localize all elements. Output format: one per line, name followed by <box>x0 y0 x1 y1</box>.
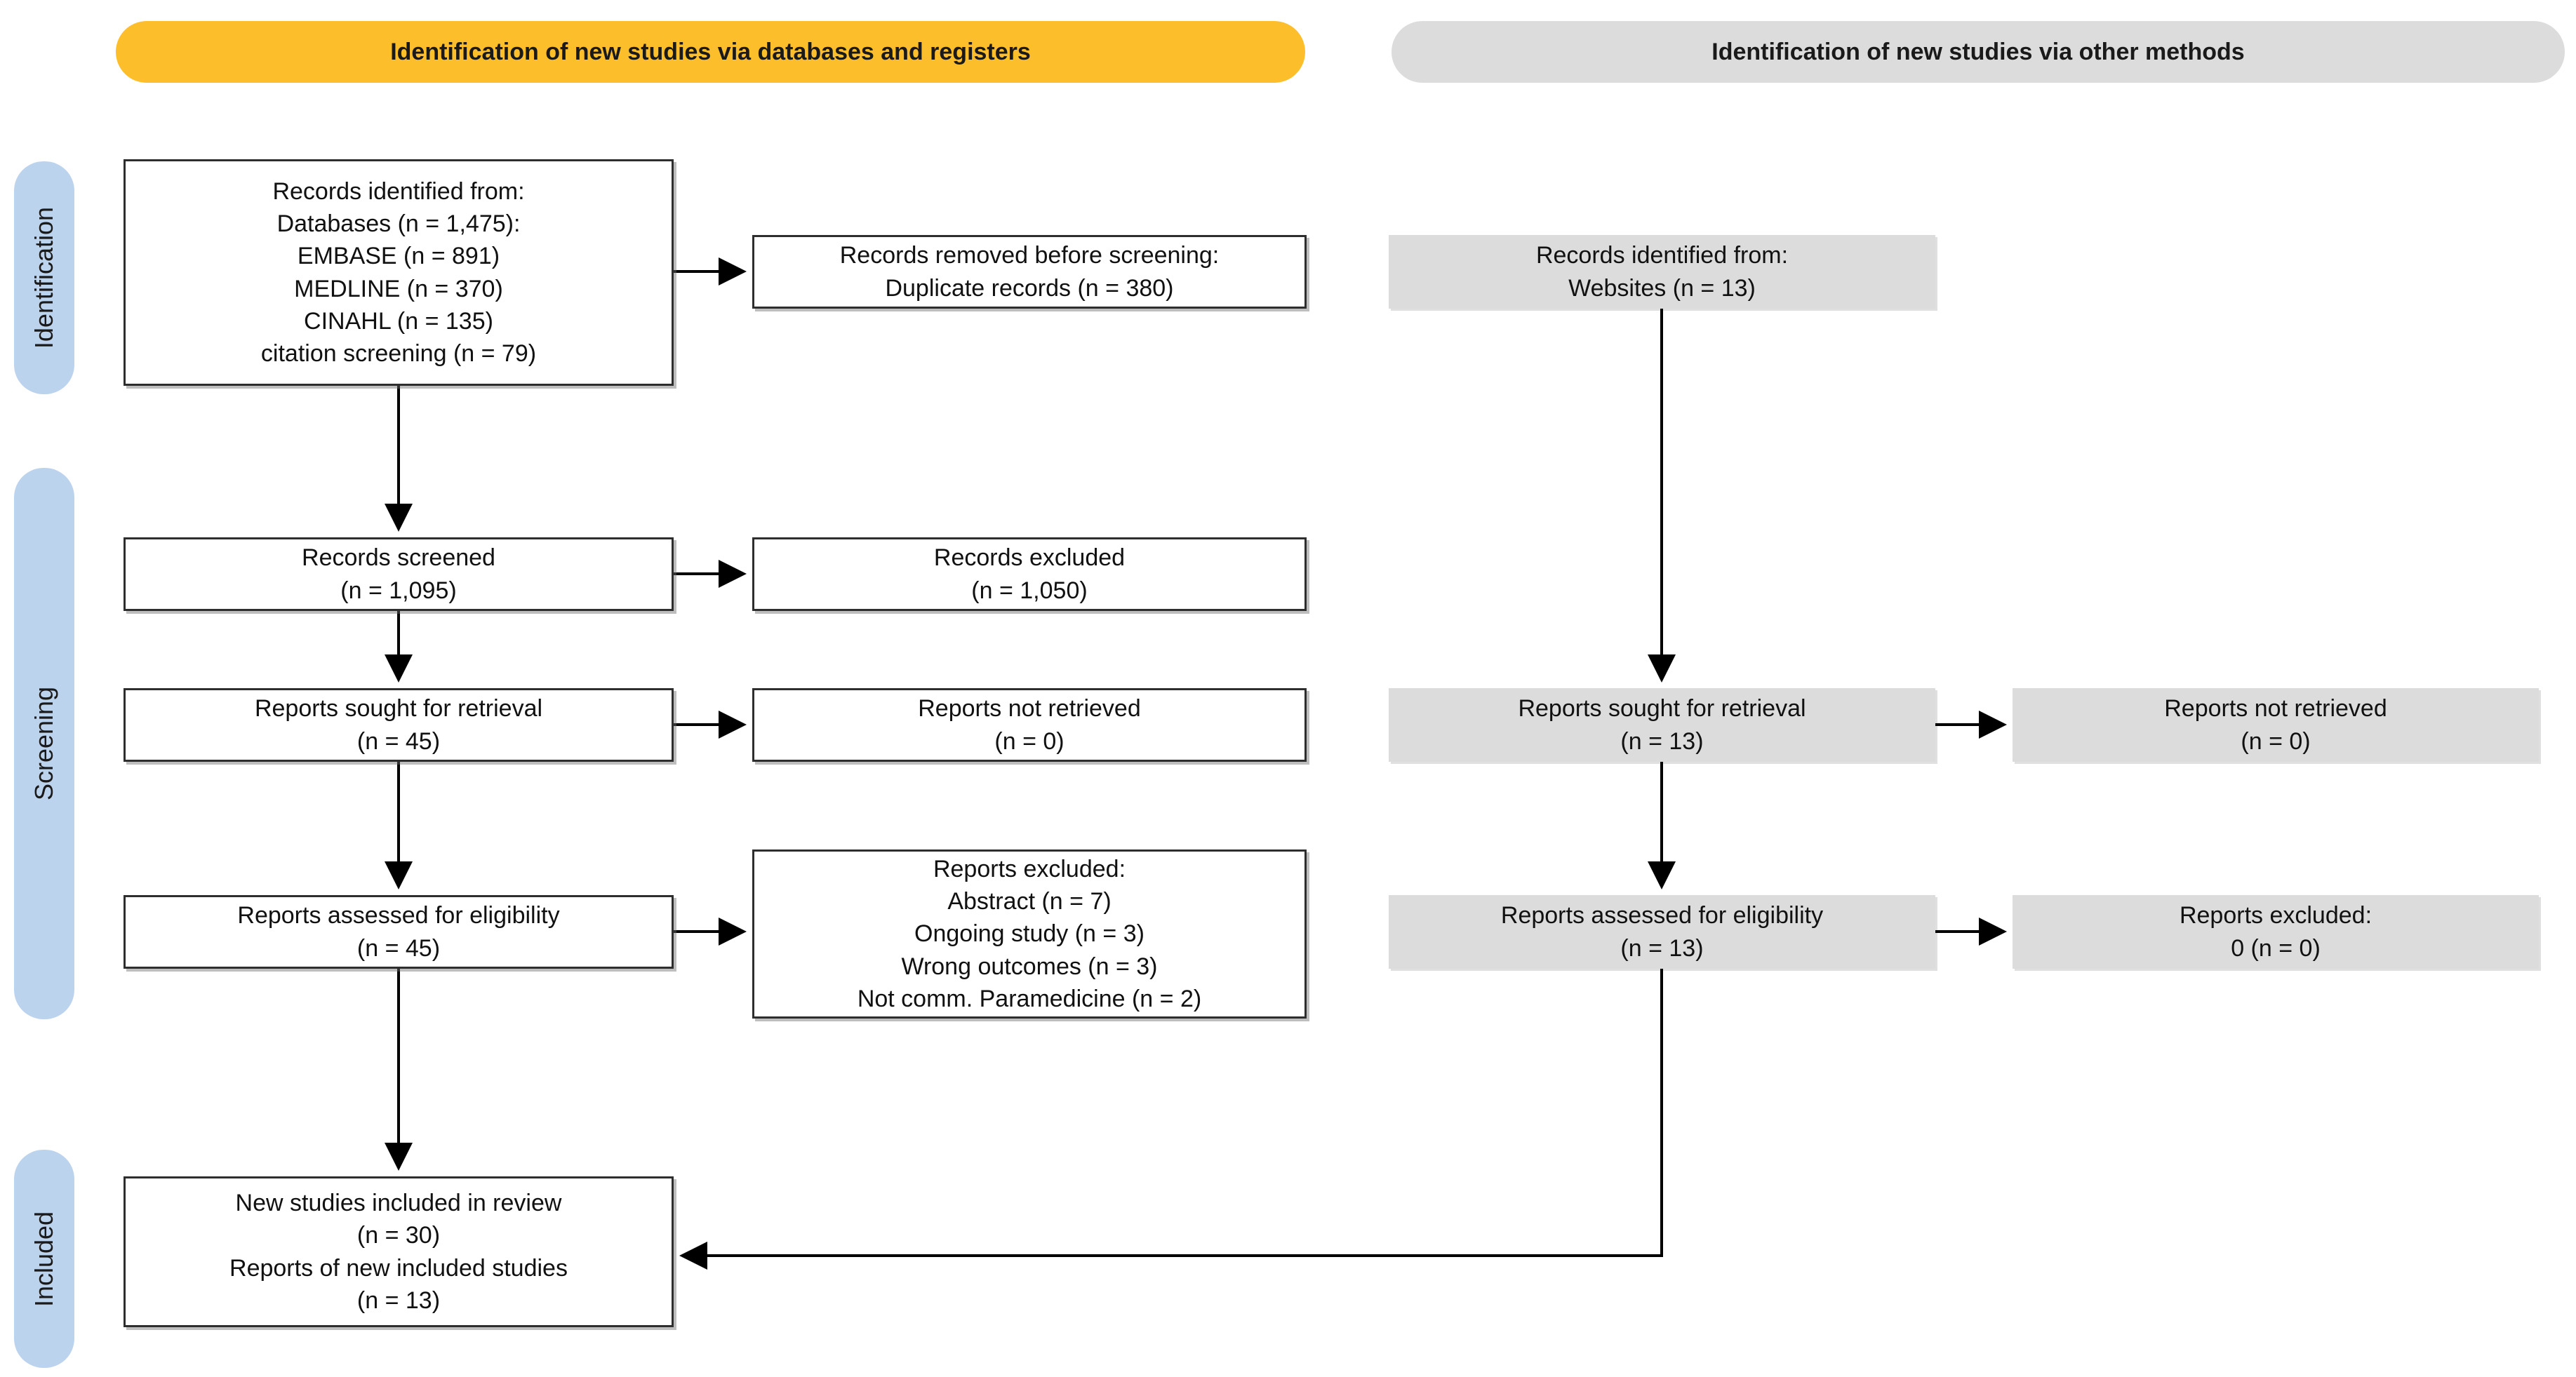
box-reports-assessed-websites: Reports assessed for eligibility (n = 13… <box>1389 895 1935 969</box>
box-reports-assessed-databases: Reports assessed for eligibility (n = 45… <box>124 895 674 969</box>
box-reports-sought-websites: Reports sought for retrieval (n = 13) <box>1389 688 1935 762</box>
banner-databases-registers: Identification of new studies via databa… <box>116 21 1305 83</box>
stage-label-included-text: Included <box>29 1211 59 1307</box>
stage-label-identification: Identification <box>14 161 74 394</box>
stage-label-screening: Screening <box>14 468 74 1019</box>
box-reports-excluded-websites: Reports excluded: 0 (n = 0) <box>2013 895 2539 969</box>
stage-label-identification-text: Identification <box>29 206 59 349</box>
banner-other-methods: Identification of new studies via other … <box>1392 21 2565 83</box>
box-reports-excluded-databases: Reports excluded: Abstract (n = 7) Ongoi… <box>752 849 1307 1019</box>
box-new-studies-included: New studies included in review (n = 30) … <box>124 1176 674 1327</box>
box-records-screened: Records screened (n = 1,095) <box>124 537 674 611</box>
stage-label-included: Included <box>14 1150 74 1368</box>
box-records-removed-before-screening: Records removed before screening: Duplic… <box>752 235 1307 309</box>
box-records-excluded: Records excluded (n = 1,050) <box>752 537 1307 611</box>
stage-label-screening-text: Screening <box>29 686 59 801</box>
box-records-identified-databases: Records identified from: Databases (n = … <box>124 159 674 386</box>
box-records-identified-websites: Records identified from: Websites (n = 1… <box>1389 235 1935 309</box>
box-reports-not-retrieved-websites: Reports not retrieved (n = 0) <box>2013 688 2539 762</box>
box-reports-sought-databases: Reports sought for retrieval (n = 45) <box>124 688 674 762</box>
box-reports-not-retrieved-databases: Reports not retrieved (n = 0) <box>752 688 1307 762</box>
